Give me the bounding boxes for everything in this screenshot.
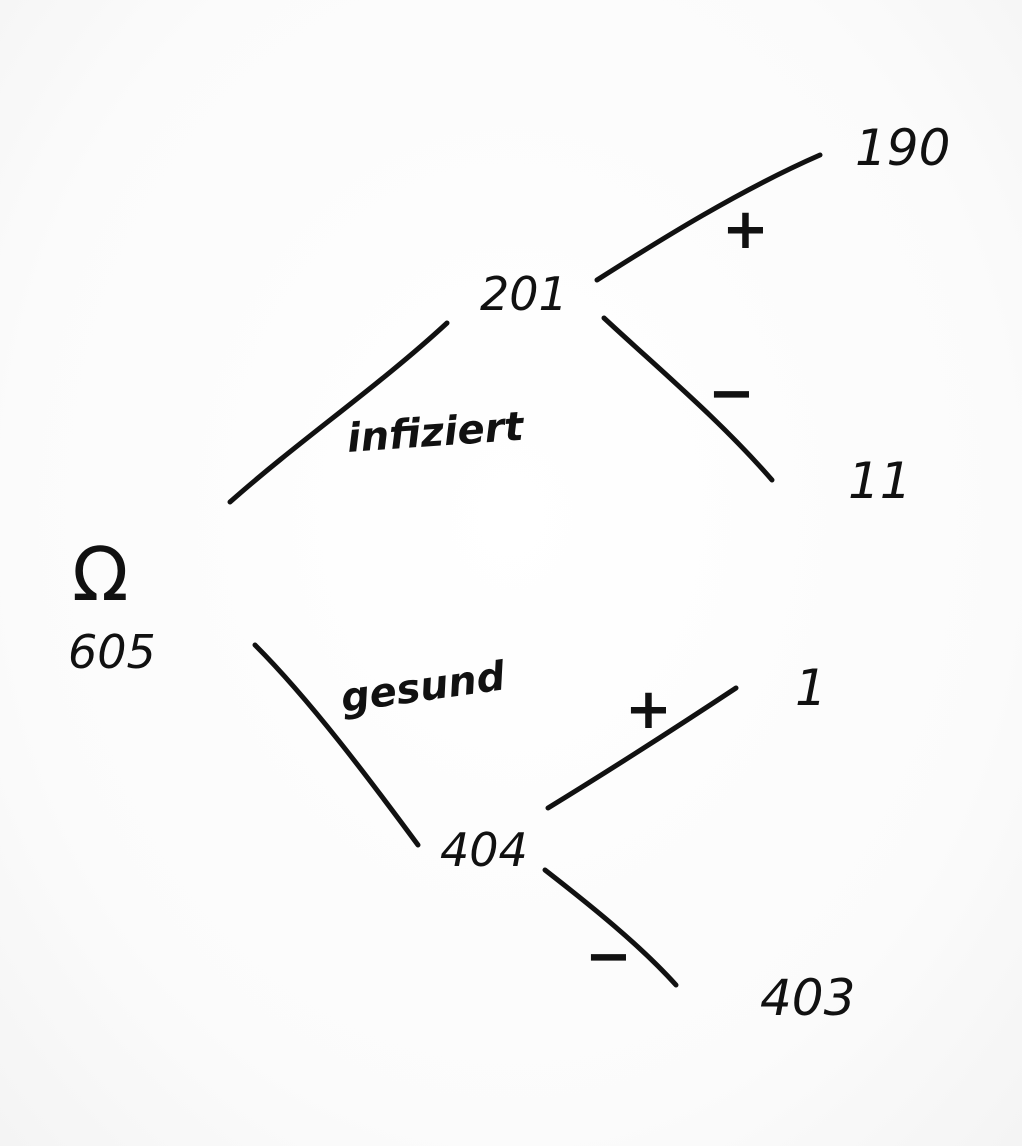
sign-healthy-positive: + — [625, 677, 672, 742]
edge-healthy-negative — [542, 867, 679, 988]
edge-infected-positive — [594, 152, 823, 283]
sign-infected-positive: + — [722, 197, 769, 262]
sign-healthy-negative: − — [585, 924, 632, 989]
leaf-count-infected-negative: 11 — [848, 452, 912, 510]
sign-infected-negative: − — [708, 361, 755, 426]
edge-root-to-infected — [227, 320, 450, 505]
edge-healthy-positive — [545, 685, 739, 811]
leaf-count-healthy-negative: 403 — [760, 969, 855, 1027]
branch-label-healthy: gesund — [338, 653, 508, 722]
branch-label-infected: infiziert — [345, 404, 526, 462]
leaf-count-infected-positive: 190 — [855, 119, 950, 177]
root-node: Ω 605 — [68, 532, 156, 679]
root-count: 605 — [68, 625, 156, 679]
node-count-infected: 201 — [480, 267, 568, 321]
edge-root-to-healthy — [252, 642, 421, 848]
node-count-healthy: 404 — [440, 823, 528, 877]
leaf-count-healthy-positive: 1 — [795, 659, 827, 717]
edge-infected-negative — [601, 315, 775, 483]
omega-symbol: Ω — [72, 532, 129, 618]
